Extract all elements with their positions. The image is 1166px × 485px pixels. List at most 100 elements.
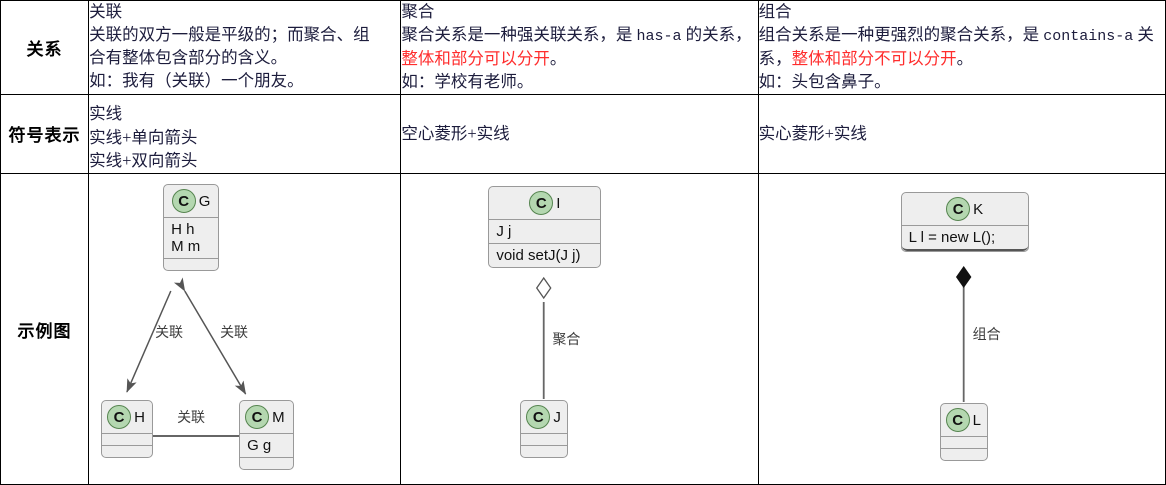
association-title: 关联 xyxy=(89,2,123,22)
row-header-example-label: 示例图 xyxy=(17,321,72,341)
row-header-notation: 符号表示 xyxy=(0,93,90,175)
notation-association-line3: 实线+双向箭头 xyxy=(89,151,198,171)
uml-class-j-header: C J xyxy=(521,401,568,435)
uml-class-g-methods xyxy=(164,259,219,271)
uml-class-j-fields xyxy=(521,434,568,447)
uml-class-g[interactable]: C G H h M m xyxy=(163,184,220,272)
composition-desc-code: contains-a xyxy=(1043,27,1134,45)
edge-label-g-h: 关联 xyxy=(155,324,184,341)
composition-title: 组合 xyxy=(758,2,792,21)
uml-class-i[interactable]: C I J j void setJ(J j) xyxy=(488,186,602,269)
uml-class-m-methods xyxy=(240,458,294,470)
class-stereotype-icon: C xyxy=(529,191,554,216)
notation-association-line2: 实线+单向箭头 xyxy=(89,127,198,147)
uml-class-m-fields: G g xyxy=(240,434,294,459)
uml-class-i-methods: void setJ(J j) xyxy=(489,244,601,268)
uml-class-k-fields: L l = new L(); xyxy=(901,226,1028,252)
uml-class-l-name: L xyxy=(972,411,981,429)
row-header-relationship-label: 关系 xyxy=(26,39,63,59)
aggregation-desc-code: has-a xyxy=(636,27,682,45)
edge-label-composition: 组合 xyxy=(972,326,1001,343)
composition-description: 组合关系是一种更强烈的聚合关系，是 contains-a 关系，整体和部分不可以… xyxy=(759,24,1165,71)
uml-class-k[interactable]: C K L l = new L(); xyxy=(900,192,1029,253)
aggregation-diagram: C I J j void setJ(J j) C xyxy=(402,175,757,484)
association-edges-svg xyxy=(126,277,247,438)
association-example: 如：我有（关联）一个朋友。 xyxy=(89,71,304,91)
table-row-notation: 符号表示 实线 实线+单向箭头 实线+双向箭头 空心菱形+实线 实心菱形+实线 xyxy=(0,93,1166,175)
uml-class-i-field-0: J j xyxy=(496,223,512,241)
uml-class-h[interactable]: C H xyxy=(101,400,154,459)
composition-diagram: C K L l = new L(); C L xyxy=(759,175,1164,484)
cell-notation-composition: 实心菱形+实线 xyxy=(757,93,1166,175)
class-stereotype-icon: C xyxy=(107,405,132,430)
uml-class-g-header: C G xyxy=(164,185,219,219)
uml-class-j[interactable]: C J xyxy=(520,400,569,459)
class-stereotype-icon: C xyxy=(171,189,196,214)
uml-class-k-name: K xyxy=(973,200,984,218)
uml-class-g-name: G xyxy=(198,192,211,210)
uml-class-h-fields xyxy=(102,434,153,447)
association-desc-line1: 关联的双方一般是平级的；而聚合、组 xyxy=(89,25,370,45)
uml-class-g-field-0: H h xyxy=(171,221,195,239)
cell-example-composition: C K L l = new L(); C L xyxy=(757,173,1166,485)
class-stereotype-icon: C xyxy=(945,408,970,433)
uml-class-m-field-0: G g xyxy=(247,437,272,455)
uml-class-l[interactable]: C L xyxy=(939,403,988,462)
edge-label-h-m: 关联 xyxy=(177,409,206,426)
uml-class-k-field-0: L l = new L(); xyxy=(908,229,996,247)
uml-class-i-method-0: void setJ(J j) xyxy=(496,247,581,265)
uml-class-j-methods xyxy=(521,446,568,458)
aggregation-example: 如：学校有老师。 xyxy=(401,71,534,91)
uml-class-i-fields: J j xyxy=(489,220,601,245)
aggregation-desc-mid: 的关系， xyxy=(681,24,752,44)
composition-edges-svg xyxy=(955,266,972,403)
uml-class-m[interactable]: C M G g xyxy=(239,400,295,471)
uml-class-h-name: H xyxy=(134,408,145,426)
class-stereotype-icon: C xyxy=(946,197,971,222)
table-row-example-diagram: 示例图 xyxy=(0,173,1166,485)
class-stereotype-icon: C xyxy=(526,405,551,430)
uml-class-j-name: J xyxy=(553,408,561,426)
aggregation-description: 聚合关系是一种强关联关系，是 has-a 的关系， 整体和部分可以分开。 xyxy=(401,24,757,71)
uml-class-m-name: M xyxy=(272,408,285,426)
aggregation-edges-svg xyxy=(536,277,552,400)
class-stereotype-icon: C xyxy=(245,405,270,430)
cell-example-association: C G H h M m C H xyxy=(88,173,402,485)
composition-desc-pre: 组合关系是一种更强烈的聚合关系，是 xyxy=(758,24,1044,44)
cell-relationship-composition: 组合 组合关系是一种更强烈的聚合关系，是 contains-a 关系，整体和部分… xyxy=(757,0,1166,95)
cell-notation-aggregation: 空心菱形+实线 xyxy=(400,93,759,175)
edge-g-to-h xyxy=(126,291,172,394)
aggregation-title: 聚合 xyxy=(401,2,435,21)
cell-notation-association: 实线 实线+单向箭头 实线+双向箭头 xyxy=(88,93,402,175)
filled-diamond-icon xyxy=(955,266,972,289)
uml-class-m-header: C M xyxy=(240,401,294,435)
uml-class-h-methods xyxy=(102,446,153,458)
composition-example: 如：头包含鼻子。 xyxy=(758,71,891,91)
row-header-relationship: 关系 xyxy=(0,0,90,95)
row-header-notation-label: 符号表示 xyxy=(8,126,81,146)
cell-relationship-association: 关联 关联的双方一般是平级的；而聚合、组 合有整体包含部分的含义。 如：我有（关… xyxy=(88,0,402,95)
uml-class-l-header: C L xyxy=(940,404,987,438)
composition-desc-post: 。 xyxy=(956,48,974,68)
uml-class-l-methods xyxy=(940,449,987,461)
edge-label-aggregation: 聚合 xyxy=(552,331,581,348)
association-diagram: C G H h M m C H xyxy=(90,175,400,484)
row-header-example: 示例图 xyxy=(0,173,90,485)
notation-composition-text: 实心菱形+实线 xyxy=(758,124,867,144)
notation-aggregation-text: 空心菱形+实线 xyxy=(401,124,510,144)
uml-class-g-fields: H h M m xyxy=(164,218,219,260)
table-row-relationship: 关系 关联 关联的双方一般是平级的；而聚合、组 合有整体包含部分的含义。 如：我… xyxy=(0,0,1166,95)
uml-class-g-field-1: M m xyxy=(171,238,201,256)
hollow-diamond-icon xyxy=(536,277,552,300)
aggregation-desc-pre: 聚合关系是一种强关联关系，是 xyxy=(401,24,637,44)
uml-class-l-fields xyxy=(940,437,987,450)
uml-class-h-header: C H xyxy=(102,401,153,435)
association-desc-line2: 合有整体包含部分的含义。 xyxy=(89,48,288,68)
cell-example-aggregation: C I J j void setJ(J j) C xyxy=(400,173,759,485)
aggregation-desc-post: 。 xyxy=(549,48,567,68)
edge-label-g-m: 关联 xyxy=(220,324,249,341)
aggregation-desc-highlight: 整体和部分可以分开 xyxy=(401,48,550,68)
edge-g-to-m xyxy=(173,277,247,396)
uml-class-k-header: C K xyxy=(901,193,1028,227)
